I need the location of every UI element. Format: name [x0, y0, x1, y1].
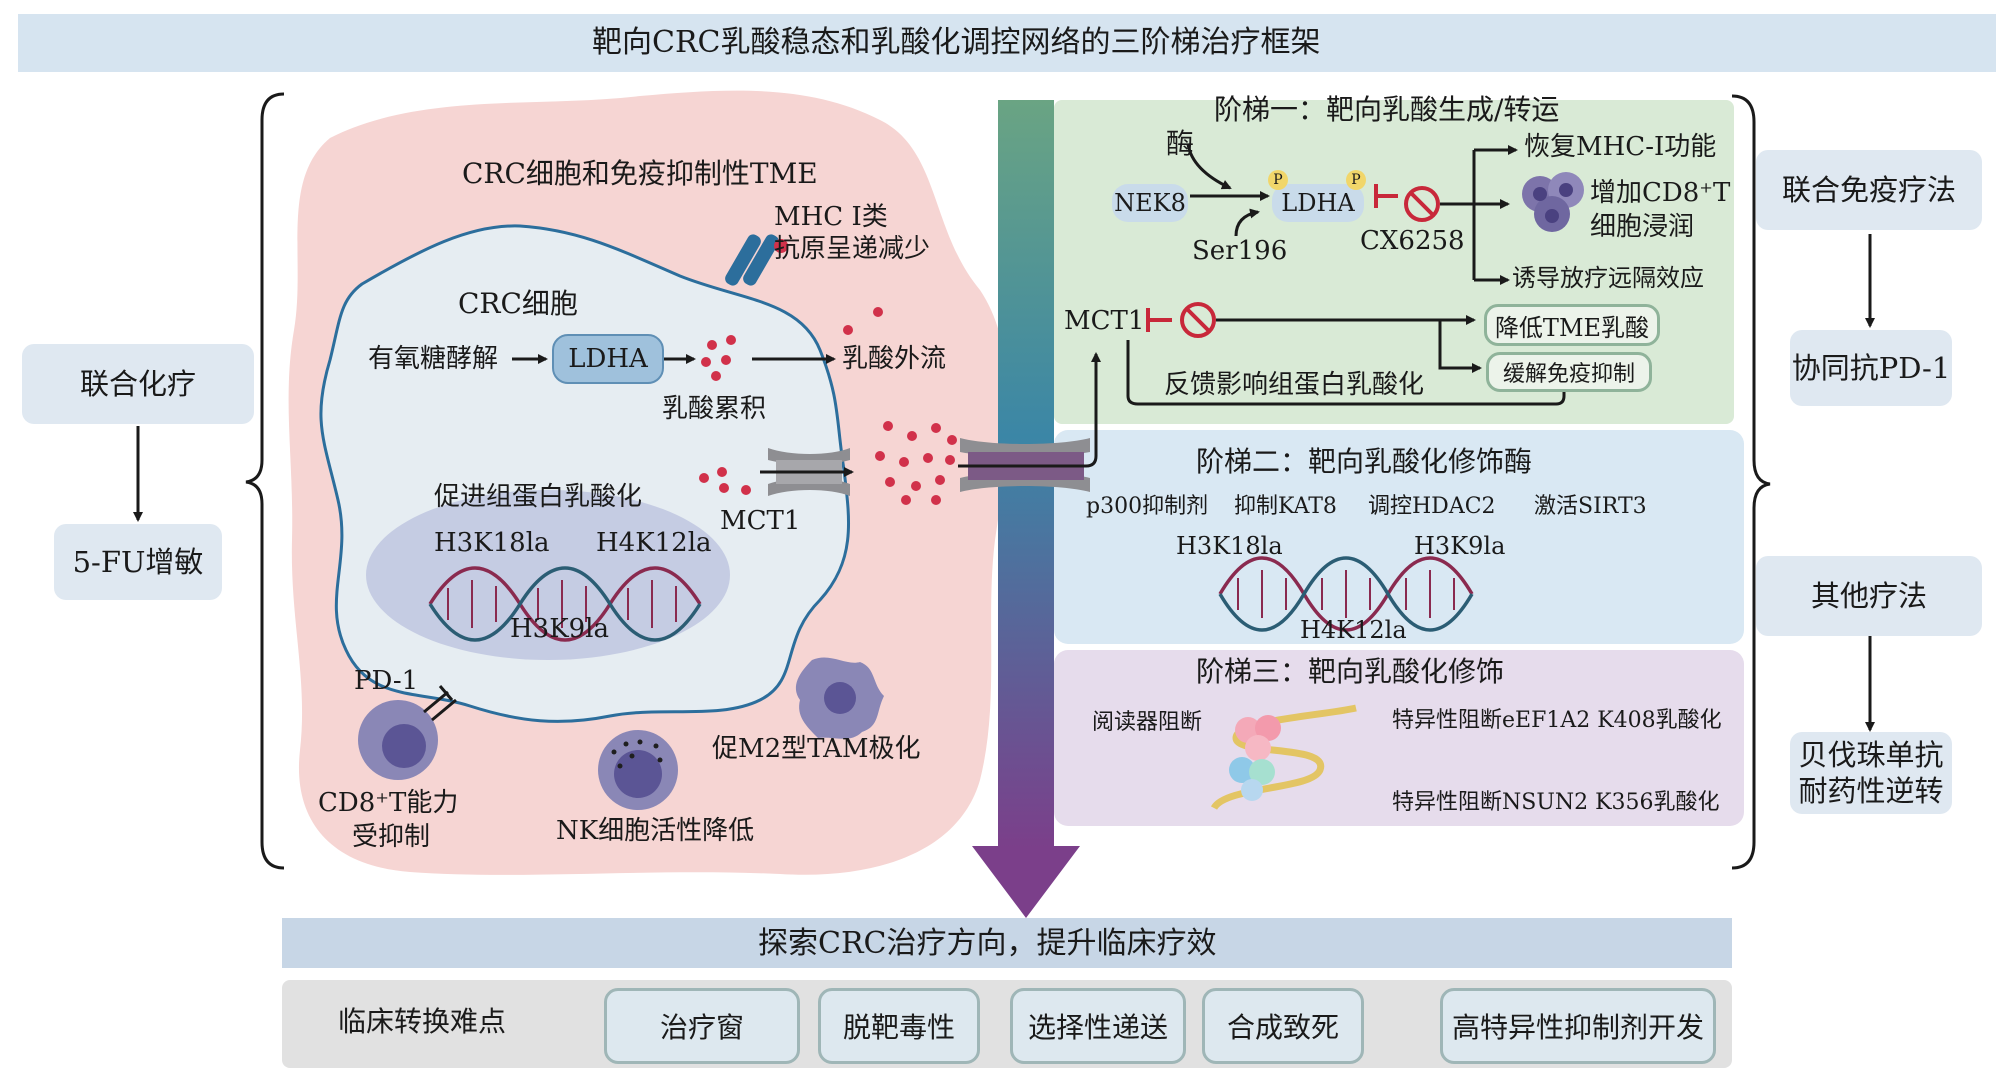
cd8-cluster-icon [1522, 172, 1584, 232]
challenge-synthetic-lethality: 合成致死 [1202, 988, 1364, 1064]
bevacizumab-label-1: 贝伐珠单抗 [1798, 737, 1944, 772]
nsun2-block-label: 特异性阻断NSUN2 K356乳酸化 [1392, 790, 1720, 815]
reduce-lactate-box: 降低TME乳酸 [1484, 304, 1660, 346]
phospho-badge-2: P [1346, 170, 1366, 190]
phospho-badge-1: P [1268, 170, 1288, 190]
ladder2-title: 阶梯二：靶向乳酸化修饰酶 [1196, 445, 1533, 478]
combo-chemo-box: 联合化疗 [22, 344, 254, 424]
h4k12la-left: H4K12la [596, 528, 712, 558]
cd8-infiltration-label-2: 细胞浸润 [1590, 212, 1695, 242]
bevacizumab-box: 贝伐珠单抗 耐药性逆转 [1790, 732, 1952, 814]
challenge-selective-delivery: 选择性递送 [1010, 988, 1186, 1064]
anti-pd1-box: 协同抗PD-1 [1790, 330, 1952, 406]
eef1a2-block-label: 特异性阻断eEF1A2 K408乳酸化 [1392, 708, 1722, 733]
h3k9la-right: H3K9la [1414, 532, 1506, 560]
tme-title: CRC细胞和免疫抑制性TME [462, 157, 818, 190]
ladder2-item-sirt3: 激活SIRT3 [1534, 494, 1647, 519]
h4k12la-right: H4K12la [1300, 616, 1407, 644]
immunotherapy-box: 联合免疫疗法 [1756, 150, 1982, 230]
bottom-banner [282, 918, 1732, 968]
reader-protein-icon [1210, 704, 1357, 811]
enzyme-label: 酶 [1166, 127, 1195, 160]
ser196-label: Ser196 [1192, 236, 1288, 266]
5fu-sensitize-box: 5-FU增敏 [54, 524, 222, 600]
ldha-target-node: LDHA [1272, 184, 1364, 222]
ladder2-item-p300: p300抑制剂 [1086, 494, 1209, 519]
cd8-label-1: CD8⁺T能力 [318, 788, 459, 818]
lactate-accumulation-label: 乳酸累积 [662, 394, 767, 424]
dna-helix-right [1218, 556, 1474, 632]
mct1-target-label: MCT1 [1064, 306, 1145, 336]
progression-arrowhead [972, 846, 1080, 918]
challenge-therapeutic-window: 治疗窗 [604, 988, 800, 1064]
cd8-t-cell-icon [358, 685, 457, 780]
dna-helix-left [428, 566, 702, 642]
tam-macrophage-icon [795, 657, 884, 739]
crc-cell-title: CRC细胞 [458, 287, 578, 320]
lactate-efflux-label: 乳酸外流 [842, 344, 947, 374]
histone-lactylation-title: 促进组蛋白乳酸化 [434, 482, 643, 512]
ladder2-panel [1054, 430, 1744, 644]
translation-challenges-label: 临床转换难点 [338, 1005, 507, 1038]
restore-mhc-label: 恢复MHC-I功能 [1524, 132, 1717, 162]
left-brace [245, 92, 285, 870]
mhc-label-2: 抗原呈递减少 [774, 234, 931, 264]
bottom-banner-text: 探索CRC治疗方向，提升临床疗效 [758, 926, 1217, 961]
ladder2-item-hdac2: 调控HDAC2 [1368, 494, 1496, 519]
pd1-label: PD-1 [354, 666, 419, 696]
title-bar [18, 14, 1996, 72]
nek8-node: NEK8 [1112, 184, 1188, 222]
mct1-cell-label: MCT1 [720, 506, 801, 536]
challenge-inhibitor-development: 高特异性抑制剂开发 [1440, 988, 1716, 1064]
feedback-label: 反馈影响组蛋白乳酸化 [1164, 370, 1425, 400]
h3k18la-right: H3K18la [1176, 532, 1283, 560]
mhc-label-1: MHC I类 [774, 202, 888, 232]
challenge-off-target: 脱靶毒性 [818, 988, 980, 1064]
nk-cell-icon [598, 730, 678, 810]
other-therapy-box: 其他疗法 [1756, 556, 1982, 636]
ladder3-panel [1054, 650, 1744, 826]
cx6258-inhibitor-icon [1404, 186, 1440, 222]
page-title: 靶向CRC乳酸稳态和乳酸化调控网络的三阶梯治疗框架 [592, 25, 1321, 60]
h3k9la-left: H3K9la [510, 614, 609, 644]
mct1-inhibitor-icon [1180, 302, 1216, 338]
bevacizumab-label-2: 耐药性逆转 [1798, 774, 1944, 808]
mct1-channel-icon [760, 448, 854, 496]
cd8-label-2: 受抑制 [352, 822, 431, 852]
glycolysis-label: 有氧糖酵解 [368, 344, 499, 374]
nk-label: NK细胞活性降低 [556, 816, 755, 846]
abscopal-label: 诱导放疗远隔效应 [1512, 264, 1704, 292]
cd8-infiltration-label-1: 增加CD8⁺T [1590, 178, 1731, 208]
h3k18la-left: H3K18la [434, 528, 550, 558]
ladder1-title: 阶梯一：靶向乳酸生成/转运 [1214, 93, 1560, 126]
mhc-receptor-icon [725, 234, 788, 286]
ldha-node: LDHA [552, 334, 664, 384]
tam-label: 促M2型TAM极化 [712, 734, 921, 764]
cx6258-label: CX6258 [1360, 226, 1465, 256]
lactate-dots [699, 307, 957, 505]
reader-block-label: 阅读器阻断 [1092, 710, 1203, 735]
ladder3-title: 阶梯三：靶向乳酸化修饰 [1196, 655, 1505, 688]
ladder2-item-kat8: 抑制KAT8 [1234, 494, 1337, 519]
relieve-immunosuppression-box: 缓解免疫抑制 [1486, 352, 1652, 392]
right-brace [1731, 94, 1771, 870]
